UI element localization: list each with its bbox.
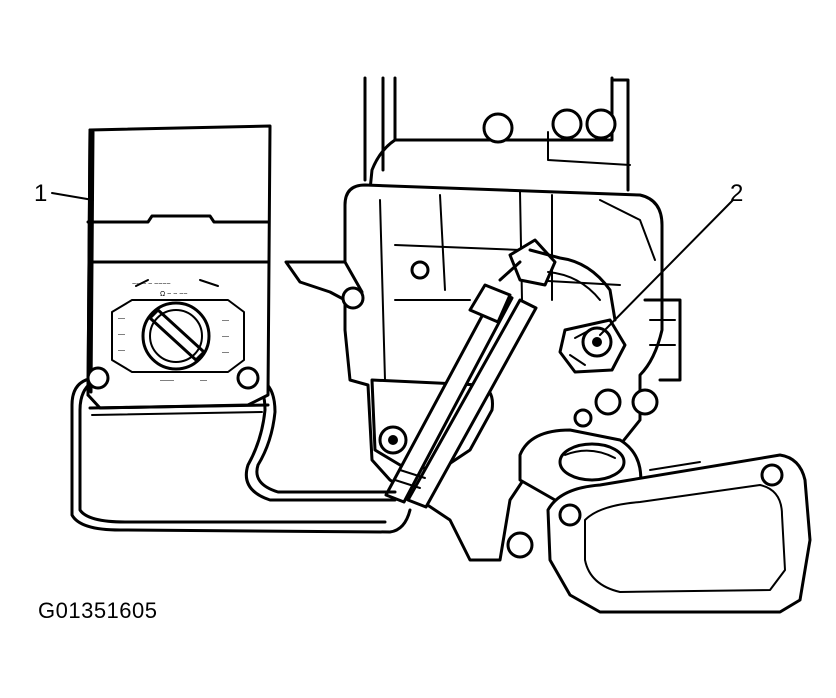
svg-text:Ω ~ ~ ~~: Ω ~ ~ ~~ [160,291,187,298]
svg-text:—: — [118,315,125,322]
svg-text:—: — [118,347,125,354]
svg-text:—: — [222,333,229,340]
svg-text:—: — [222,349,229,356]
callout-leader-1 [51,192,94,201]
callout-label-1: 1 [34,180,48,207]
figure-id-label: G01351605 [38,598,158,623]
callout-label-2: 2 [730,180,744,207]
svg-text:——: —— [160,377,174,384]
svg-text:~~ ~ ~ ~~~~: ~~ ~ ~ ~~~~ [132,281,171,288]
callout-leader-2 [599,199,734,336]
svg-text:—: — [118,331,125,338]
sensor [558,318,627,374]
digital-multimeter: ~~ ~ ~ ~~~~ Ω ~ ~ ~~ — — — — — — —— — [86,124,272,416]
svg-text:—: — [222,317,229,324]
svg-text:—: — [200,377,207,384]
pipe-flange [506,428,812,614]
